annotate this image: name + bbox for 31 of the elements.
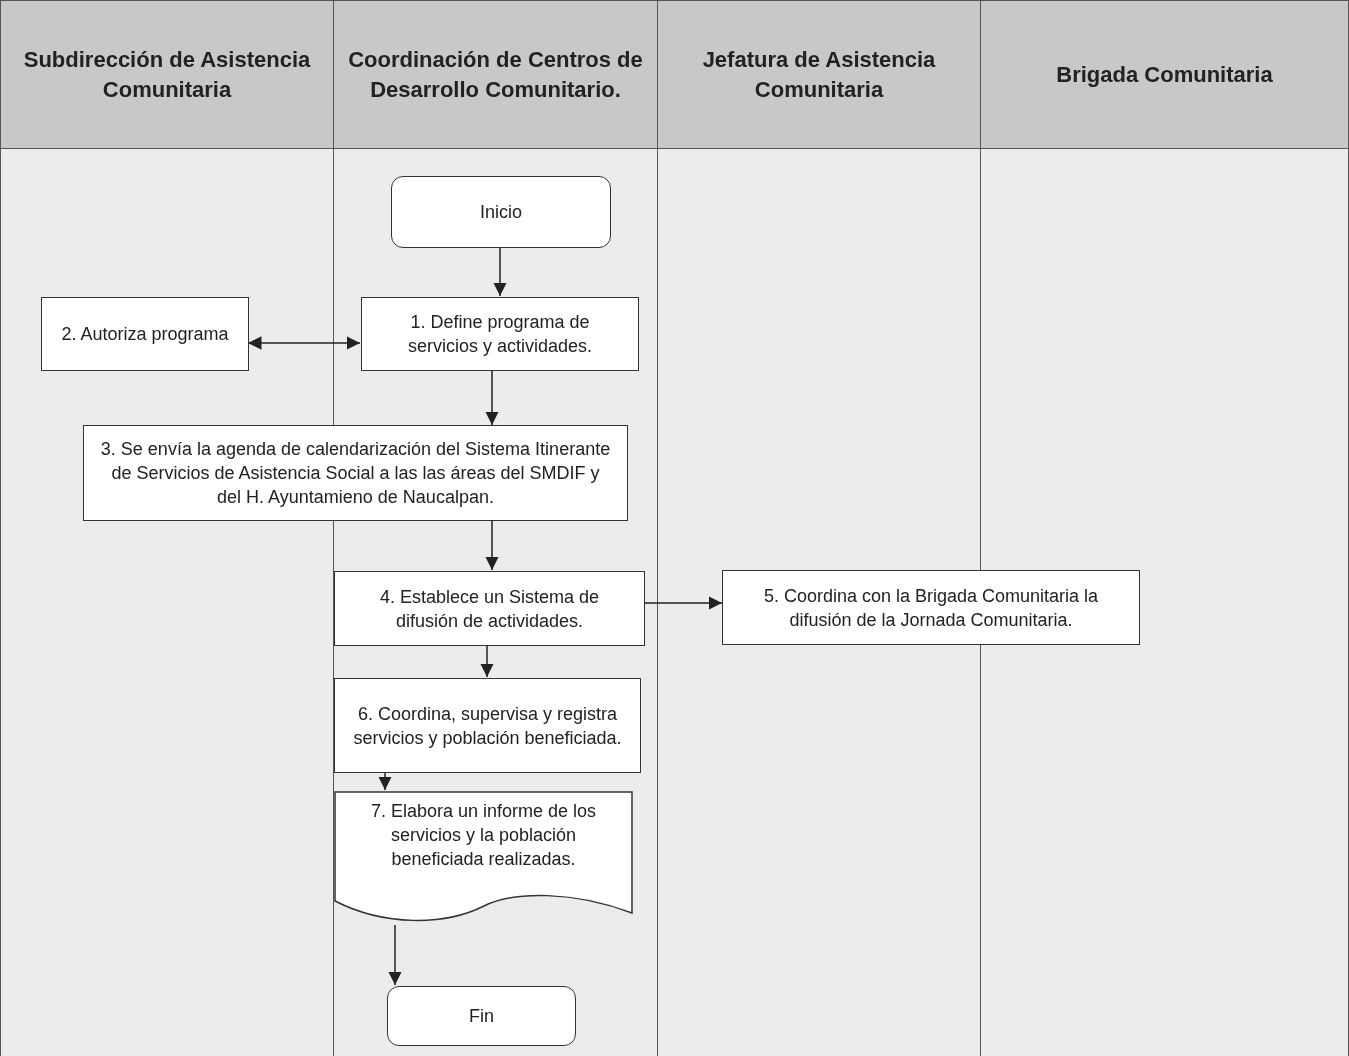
swimlane — [980, 0, 1349, 148]
step-text: 6. Coordina, supervisa y registra servicios y población beneficiada. — [352, 702, 623, 750]
arrow — [643, 596, 723, 610]
process-box — [41, 297, 249, 371]
arrow — [247, 336, 361, 350]
arrow — [388, 924, 402, 986]
step-text: 7. Elabora un informe de los servicios y la población beneficiada realizadas. — [369, 800, 598, 871]
arrow — [485, 520, 499, 571]
swimlane — [657, 0, 981, 148]
terminator-box — [391, 176, 611, 248]
process-box — [722, 570, 1140, 645]
terminator-box — [387, 986, 576, 1046]
lane-title: Brigada Comunitaria — [1055, 60, 1274, 89]
lane-title: Coordinación de Centros de Desarrollo Comunitario. — [347, 45, 644, 104]
lane-title: Subdirección de Asistencia Comunitaria — [22, 45, 312, 104]
step-text: Inicio — [480, 201, 522, 224]
process-box — [334, 678, 641, 773]
step-text: 4. Establece un Sistema de difusión de actividades. — [378, 585, 601, 633]
arrow — [480, 644, 494, 678]
lane-title: Jefatura de Asistencia Comunitaria — [701, 45, 937, 104]
arrow — [378, 771, 392, 791]
process-box — [361, 297, 639, 371]
step-text: 1. Define programa de servicios y actividades. — [406, 311, 594, 358]
arrow — [485, 369, 499, 426]
arrow — [493, 246, 507, 297]
step-text: 5. Coordina con la Brigada Comunitaria la difusión de la Jornada Comunitaria. — [762, 584, 1100, 632]
process-box — [334, 571, 645, 646]
step-text: 3. Se envía la agenda de calendarización del Sistema Itinerante de Servicios de Asistencia Social a las las áreas del SMDIF y del H. Ayuntamieno de Naucalpan. — [99, 438, 612, 509]
step-text: Fin — [469, 1005, 494, 1028]
process-box — [83, 425, 628, 521]
step-text: 2. Autoriza programa — [61, 323, 229, 346]
